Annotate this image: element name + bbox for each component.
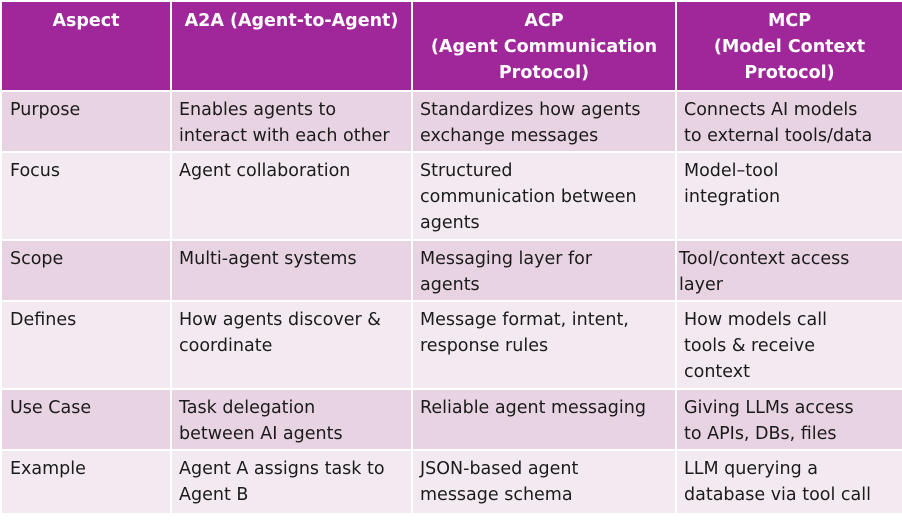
cell-mcp: Connects AI models to external tools/dat… (675, 90, 902, 153)
cell-aspect: Example (0, 449, 172, 515)
table-body: Purpose Enables agents to interact with … (0, 90, 902, 515)
cell-a2a: Enables agents to interact with each oth… (170, 90, 413, 153)
table-header: Aspect A2A (Agent-to-Agent) ACP (Agent C… (0, 0, 902, 92)
table-row-focus: Focus Agent collaboration Structured com… (0, 151, 902, 241)
cell-acp: Messaging layer for agents (411, 239, 677, 302)
table-row-purpose: Purpose Enables agents to interact with … (0, 90, 902, 153)
header-mcp: MCP (Model Context Protocol) (675, 0, 902, 92)
cell-a2a: Multi-agent systems (170, 239, 413, 302)
cell-aspect: Focus (0, 151, 172, 241)
cell-aspect: Use Case (0, 388, 172, 451)
cell-acp: Structured communication between agents (411, 151, 677, 241)
table-row-scope: Scope Multi-agent systems Messaging laye… (0, 239, 902, 302)
header-a2a: A2A (Agent-to-Agent) (170, 0, 413, 92)
cell-a2a: Agent A assigns task to Agent B (170, 449, 413, 515)
header-row: Aspect A2A (Agent-to-Agent) ACP (Agent C… (0, 0, 902, 92)
cell-a2a: Agent collaboration (170, 151, 413, 241)
table-row-defines: Defines How agents discover & coordinate… (0, 300, 902, 390)
cell-acp: Reliable agent messaging (411, 388, 677, 451)
cell-acp: Standardizes how agents exchange message… (411, 90, 677, 153)
header-acp: ACP (Agent Communication Protocol) (411, 0, 677, 92)
cell-mcp: LLM querying a database via tool call (675, 449, 902, 515)
header-aspect: Aspect (0, 0, 172, 92)
cell-aspect: Defines (0, 300, 172, 390)
cell-aspect: Scope (0, 239, 172, 302)
cell-mcp: Giving LLMs access to APIs, DBs, files (675, 388, 902, 451)
cell-a2a: Task delegation between AI agents (170, 388, 413, 451)
cell-acp: Message format, intent, response rules (411, 300, 677, 390)
cell-acp: JSON-based agent message schema (411, 449, 677, 515)
cell-aspect: Purpose (0, 90, 172, 153)
cell-mcp: Tool/context access layer (675, 239, 902, 302)
table-row-example: Example Agent A assigns task to Agent B … (0, 449, 902, 515)
cell-mcp: How models call tools & receive context (675, 300, 902, 390)
cell-mcp: Model–tool integration (675, 151, 902, 241)
cell-a2a: How agents discover & coordinate (170, 300, 413, 390)
table-row-use-case: Use Case Task delegation between AI agen… (0, 388, 902, 451)
